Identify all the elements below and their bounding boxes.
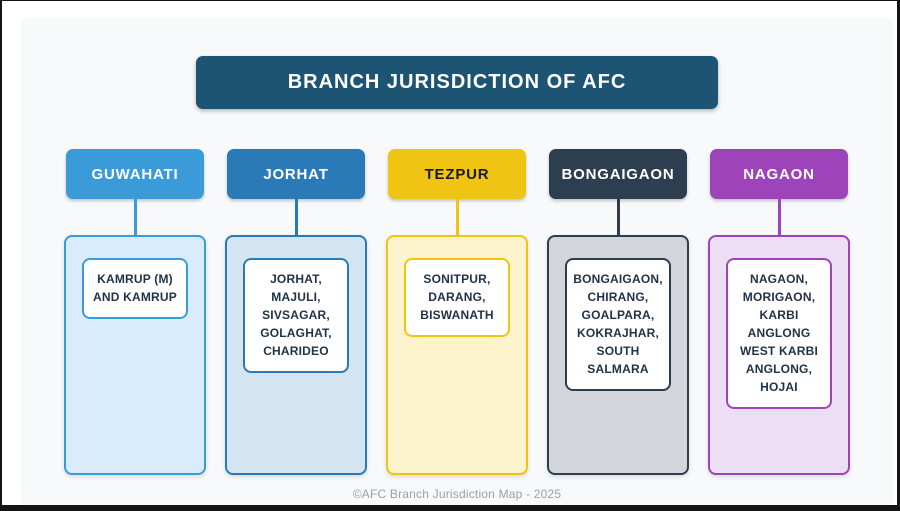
district-list-box: SONITPUR, DARANG, BISWANATH bbox=[404, 258, 510, 337]
branch-header-box: NAGAON bbox=[710, 149, 848, 199]
district-line: CHARIDEO bbox=[263, 343, 329, 358]
branch-jurisdiction-panel: JORHAT, MAJULI, SIVSAGAR, GOLAGHAT, CHARIDEO bbox=[225, 235, 367, 475]
district-line: DARANG, bbox=[428, 289, 486, 304]
branch-jurisdiction-panel: NAGAON, MORIGAON, KARBI ANGLONG WEST KARBI AN… bbox=[708, 235, 850, 475]
district-line: SONITPUR, bbox=[423, 271, 491, 286]
district-line: KOKRAJHAR, bbox=[576, 325, 659, 340]
branch-name-label: GUWAHATI bbox=[91, 165, 179, 183]
district-line: CHIRANG, bbox=[587, 289, 649, 304]
branch-connector-line bbox=[294, 199, 298, 235]
branch-column: JORHAT JORHAT, MAJULI, SIVSAGAR, GOLAGHAT, C… bbox=[225, 149, 367, 475]
district-line: MAJULI, bbox=[271, 289, 321, 304]
branch-connector-line bbox=[616, 199, 620, 235]
branch-header-box: GUWAHATI bbox=[66, 149, 204, 199]
branch-jurisdiction-panel: KAMRUP (M) AND KAMRUP bbox=[64, 235, 206, 475]
district-line: WEST KARBI bbox=[740, 343, 818, 358]
branch-column: NAGAON NAGAON, MORIGAON, KARBI ANGLONG WEST … bbox=[708, 149, 850, 475]
district-line: SALMARA bbox=[587, 361, 649, 376]
branch-column: BONGAIGAON BONGAIGAON, CHIRANG, GOALPARA, K… bbox=[547, 149, 689, 475]
copyright-credit: ©AFC Branch Jurisdiction Map - 2025 bbox=[352, 487, 562, 501]
district-line: ANGLONG, bbox=[745, 361, 813, 376]
branch-header-box: JORHAT bbox=[227, 149, 365, 199]
branch-column: TEZPUR SONITPUR, DARANG, BISWANATH bbox=[386, 149, 528, 475]
district-list-box: KAMRUP (M) AND KAMRUP bbox=[82, 258, 188, 319]
branch-connector-line bbox=[455, 199, 459, 235]
diagram-title: BRANCH JURISDICTION OF AFC bbox=[287, 71, 627, 93]
branch-connector-line bbox=[133, 199, 137, 235]
district-line: KAMRUP (M) bbox=[97, 271, 173, 286]
district-line: GOALPARA, bbox=[581, 307, 655, 322]
district-line: AND KAMRUP bbox=[93, 289, 177, 304]
branch-column: GUWAHATI KAMRUP (M) AND KAMRUP bbox=[64, 149, 206, 475]
district-line: BISWANATH bbox=[420, 307, 494, 322]
district-line: BONGAIGAON, bbox=[573, 271, 663, 286]
diagram-panel: BRANCH JURISDICTION OF AFC GUWAHATI KAMR… bbox=[21, 18, 893, 505]
branch-header-box: TEZPUR bbox=[388, 149, 526, 199]
branch-header-box: BONGAIGAON bbox=[549, 149, 687, 199]
branch-jurisdiction-panel: SONITPUR, DARANG, BISWANATH bbox=[386, 235, 528, 475]
district-line: NAGAON, bbox=[749, 271, 809, 286]
district-list-box: BONGAIGAON, CHIRANG, GOALPARA, KOKRAJHAR, SO… bbox=[565, 258, 671, 392]
branch-name-label: NAGAON bbox=[743, 165, 815, 183]
branch-name-label: BONGAIGAON bbox=[561, 165, 675, 183]
district-line: JORHAT, bbox=[270, 271, 322, 286]
district-line: SIVSAGAR, bbox=[262, 307, 330, 322]
district-line: MORIGAON, bbox=[742, 289, 816, 304]
branch-connector-line bbox=[777, 199, 781, 235]
district-list-box: NAGAON, MORIGAON, KARBI ANGLONG WEST KARBI AN… bbox=[726, 258, 832, 410]
district-line: HOJAI bbox=[760, 380, 798, 395]
district-line: SOUTH bbox=[596, 343, 640, 358]
branches-row: GUWAHATI KAMRUP (M) AND KAMRUP JORHAT JOR… bbox=[64, 149, 850, 475]
district-line: GOLAGHAT, bbox=[260, 325, 332, 340]
branch-name-label: JORHAT bbox=[263, 165, 329, 183]
district-list-box: JORHAT, MAJULI, SIVSAGAR, GOLAGHAT, CHARIDEO bbox=[243, 258, 349, 373]
district-line: ANGLONG bbox=[747, 325, 811, 340]
diagram-title-box: BRANCH JURISDICTION OF AFC bbox=[196, 56, 718, 109]
branch-name-label: TEZPUR bbox=[424, 165, 490, 183]
branch-jurisdiction-panel: BONGAIGAON, CHIRANG, GOALPARA, KOKRAJHAR, SO… bbox=[547, 235, 689, 475]
district-line: KARBI bbox=[759, 307, 799, 322]
